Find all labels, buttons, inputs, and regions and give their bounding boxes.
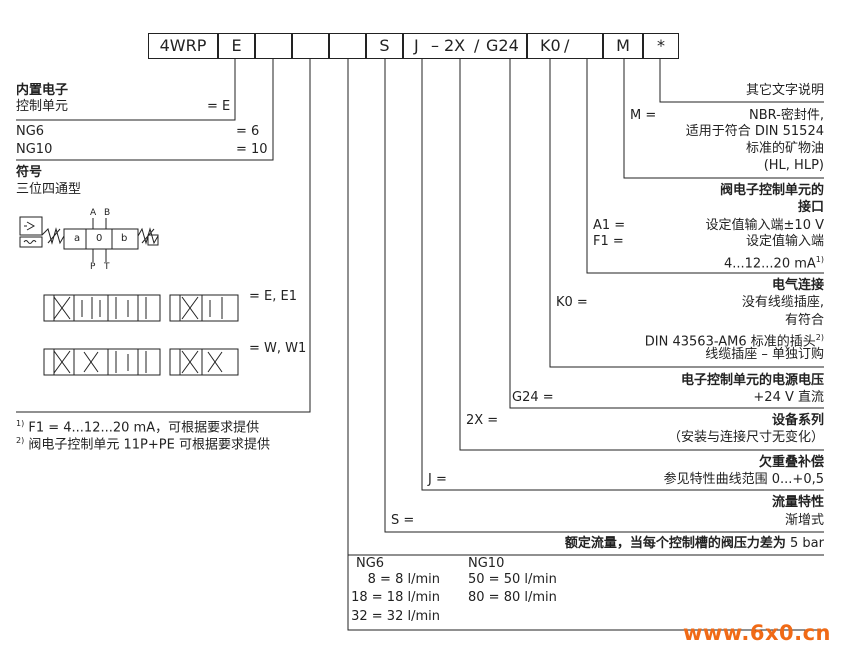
code-series: 2X bbox=[444, 36, 466, 55]
ng6-flow-row: 8 = 8 l/min bbox=[367, 572, 440, 587]
rated-flow-pressure: 5 bar bbox=[790, 536, 824, 551]
other-title: 其它文字说明 bbox=[745, 83, 824, 98]
k0-standard: DIN 43563-AM6 标准的插头 bbox=[644, 334, 816, 350]
variant-w-symbol-icon bbox=[43, 348, 239, 376]
rated-flow-title: 额定流量，当每个控制槽的阀压力差为 5 bar bbox=[565, 536, 824, 552]
code-slash-1: / bbox=[474, 36, 480, 55]
footnote-1: 1) F1 = 4...12...20 mA，可根据要求提供 bbox=[16, 416, 259, 436]
seal-line-2: 适用于符合 DIN 51524 bbox=[685, 124, 824, 139]
g24-text: +24 V 直流 bbox=[753, 390, 824, 405]
code-box-lap: J – 2X / G24 bbox=[403, 33, 527, 59]
f1-text: 设定值输入端 bbox=[745, 234, 824, 249]
footnote-2: 2) 阀电子控制单元 11P+PE 可根据要求提供 bbox=[16, 433, 270, 453]
k0-line-2: 有符合 bbox=[784, 313, 824, 328]
interface-title-2: 接口 bbox=[797, 200, 824, 215]
code-voltage: G24 bbox=[486, 36, 519, 55]
code-box-size bbox=[255, 33, 292, 59]
a1-text: 设定值输入端±10 V bbox=[705, 218, 824, 233]
port-t-label: T bbox=[104, 262, 110, 272]
k0-line-3: DIN 43563-AM6 标准的插头2) bbox=[645, 330, 824, 350]
a1-key: A1 = bbox=[593, 218, 626, 233]
symbol-subtitle: 三位四通型 bbox=[16, 182, 82, 197]
series-key: 2X = bbox=[466, 413, 499, 428]
electrical-title: 电气连接 bbox=[771, 278, 824, 293]
spool-b-label: b bbox=[121, 233, 128, 244]
variant-e-symbol-icon bbox=[43, 294, 239, 322]
variant-e-label: = E, E1 bbox=[249, 289, 297, 304]
k0-line-4: 线缆插座 – 单独订购 bbox=[705, 347, 824, 362]
f1-text-2: 4...12...20 mA1) bbox=[724, 252, 824, 272]
code-box-connection: K0 / bbox=[527, 33, 603, 59]
ng6-flow-row: 32 = 32 l/min bbox=[351, 609, 440, 624]
spool-a-label: a bbox=[74, 233, 81, 244]
spool-0-label: 0 bbox=[96, 233, 103, 244]
ng10-flow-head: NG10 bbox=[468, 556, 505, 571]
k0-sup: 2) bbox=[815, 333, 824, 342]
seal-line-3: 标准的矿物油 bbox=[745, 141, 824, 156]
seal-key: M = bbox=[630, 108, 657, 123]
variant-w-label: = W, W1 bbox=[249, 341, 307, 356]
f1-sup: 1) bbox=[815, 255, 824, 264]
j-key: J = bbox=[428, 472, 447, 487]
watermark: www.6x0.cn bbox=[683, 621, 831, 645]
footnote-2-text: 阀电子控制单元 11P+PE 可根据要求提供 bbox=[28, 437, 270, 453]
ng10-flow-row: 50 = 50 l/min bbox=[468, 572, 557, 587]
f1-range: 4...12...20 mA bbox=[723, 256, 816, 272]
seal-line-1: NBR-密封件, bbox=[749, 108, 824, 123]
electronics-value: = E bbox=[207, 99, 231, 114]
code-box-symbol bbox=[292, 33, 329, 59]
ng10-flow-row: 80 = 80 l/min bbox=[468, 590, 557, 605]
electronics-title-1: 内置电子 bbox=[16, 83, 69, 98]
k0-key: K0 = bbox=[556, 295, 588, 310]
flow-char-title: 流量特性 bbox=[771, 495, 824, 510]
code-j: J bbox=[414, 36, 419, 55]
code-k0: K0 bbox=[540, 36, 561, 55]
code-box-flow bbox=[329, 33, 366, 59]
port-p-label: P bbox=[90, 262, 96, 272]
code-box-type: 4WRP bbox=[148, 33, 218, 59]
footnote-1-mark: 1) bbox=[16, 419, 25, 428]
s-text: 渐增式 bbox=[784, 513, 824, 528]
code-box-electronics: E bbox=[218, 33, 255, 59]
code-box-seal: M bbox=[603, 33, 643, 59]
symbol-title: 符号 bbox=[16, 165, 43, 180]
port-b-label: B bbox=[104, 208, 111, 218]
ng6-flow-row: 18 = 18 l/min bbox=[351, 590, 440, 605]
ng6-label: NG6 bbox=[16, 124, 45, 139]
port-a-label: A bbox=[90, 208, 97, 218]
series-title: 设备系列 bbox=[771, 413, 824, 428]
ng10-value: = 10 bbox=[236, 142, 268, 157]
ng6-flow-head: NG6 bbox=[356, 556, 385, 571]
valve-symbol-icon bbox=[19, 216, 159, 262]
k0-line-1: 没有线缆插座, bbox=[741, 295, 824, 310]
code-box-characteristic: S bbox=[366, 33, 403, 59]
rated-flow-text: 额定流量，当每个控制槽的阀压力差为 bbox=[564, 536, 786, 551]
ng10-label: NG10 bbox=[16, 142, 53, 157]
electronics-title-2: 控制单元 bbox=[16, 99, 69, 114]
ng6-value: = 6 bbox=[236, 124, 260, 139]
power-title: 电子控制单元的电源电压 bbox=[680, 373, 824, 388]
footnote-1-text: F1 = 4...12...20 mA，可根据要求提供 bbox=[28, 420, 260, 436]
s-key: S = bbox=[391, 513, 415, 528]
code-box-other: * bbox=[643, 33, 679, 59]
seal-line-4: (HL, HLP) bbox=[763, 158, 824, 173]
code-slash-2: / bbox=[564, 36, 570, 55]
series-text: （安装与连接尺寸无变化） bbox=[667, 430, 824, 445]
interface-title-1: 阀电子控制单元的 bbox=[719, 183, 824, 198]
f1-key: F1 = bbox=[593, 234, 624, 249]
lap-title: 欠重叠补偿 bbox=[758, 455, 824, 470]
code-dash: – bbox=[431, 36, 439, 55]
j-text: 参见特性曲线范围 0...+0,5 bbox=[663, 472, 824, 487]
g24-key: G24 = bbox=[512, 390, 554, 405]
footnote-2-mark: 2) bbox=[16, 436, 25, 445]
